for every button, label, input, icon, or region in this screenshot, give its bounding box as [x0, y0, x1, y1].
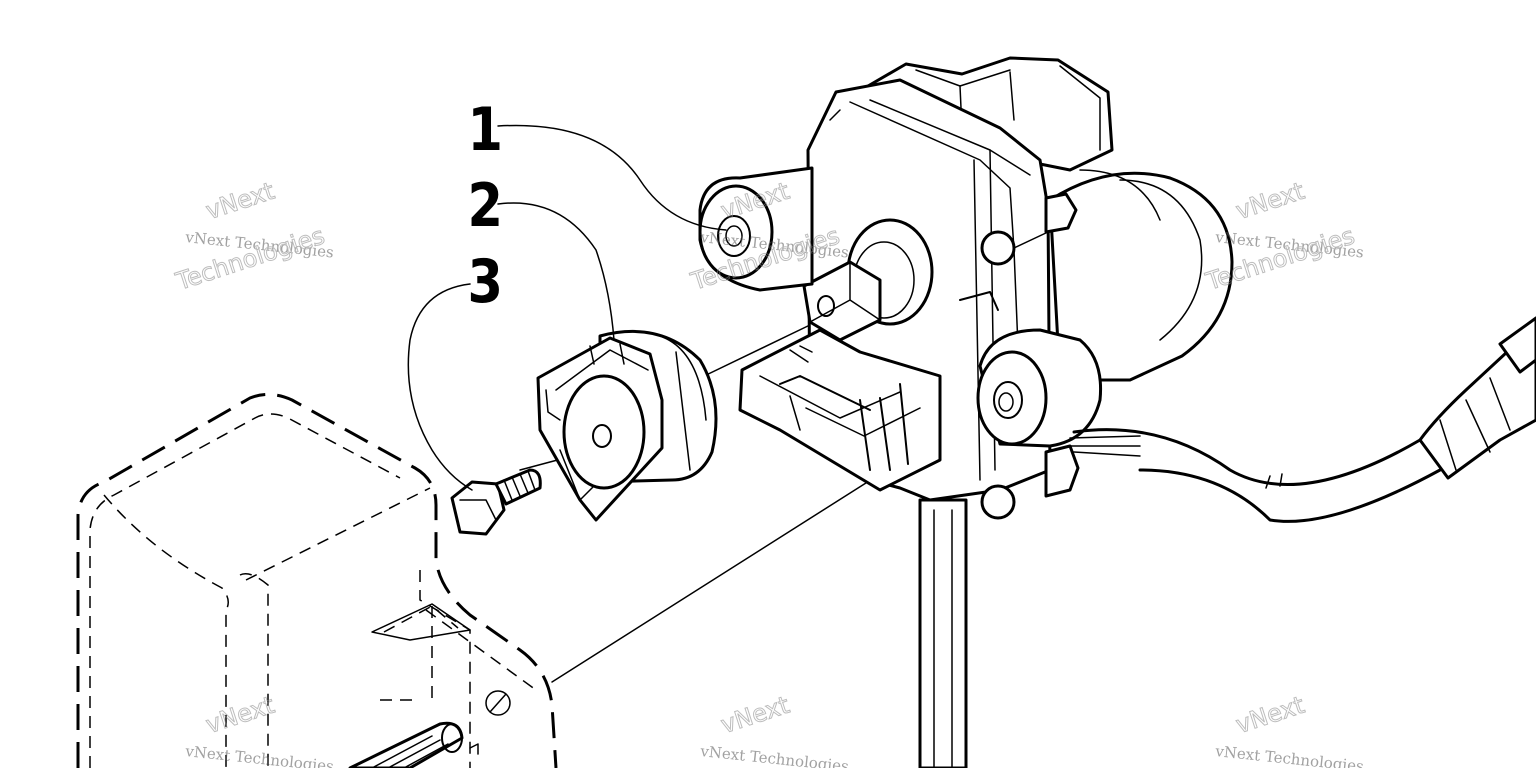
actuator-assembly: [698, 56, 1234, 768]
watermark-logo-text: vNext: [717, 691, 792, 739]
watermark-logo-text: vNext: [202, 177, 277, 225]
callout-3: 3: [468, 247, 503, 317]
wire-harness: [1069, 316, 1536, 523]
watermark-logo-text: vNext: [202, 691, 277, 739]
watermark-5: vNext Technologies vNext: [699, 690, 850, 768]
lower-bolt: [348, 721, 464, 768]
bolt-part: [450, 468, 542, 536]
watermark-4: vNext Technologies vNext: [184, 690, 335, 768]
watermark-logo-text: vNext: [1232, 691, 1307, 739]
callout-1: 1: [468, 95, 503, 165]
watermark-text: vNext Technologies: [184, 742, 335, 768]
watermark-3: vNext Technologies vNext Technologies: [1201, 176, 1364, 296]
callout-labels: 1 2 3: [468, 95, 503, 317]
leader-lines: [407, 124, 727, 491]
coupling-part: [536, 329, 718, 522]
phantom-housing: [76, 393, 558, 768]
watermark-text: vNext Technologies: [699, 742, 850, 768]
callout-2: 2: [468, 171, 503, 241]
watermark-1: vNext Technologies vNext Technologies: [171, 176, 334, 296]
watermark-6: vNext Technologies vNext: [1214, 690, 1365, 768]
watermark-logo-text: vNext: [1232, 177, 1307, 225]
watermark-text: vNext Technologies: [1214, 742, 1365, 768]
